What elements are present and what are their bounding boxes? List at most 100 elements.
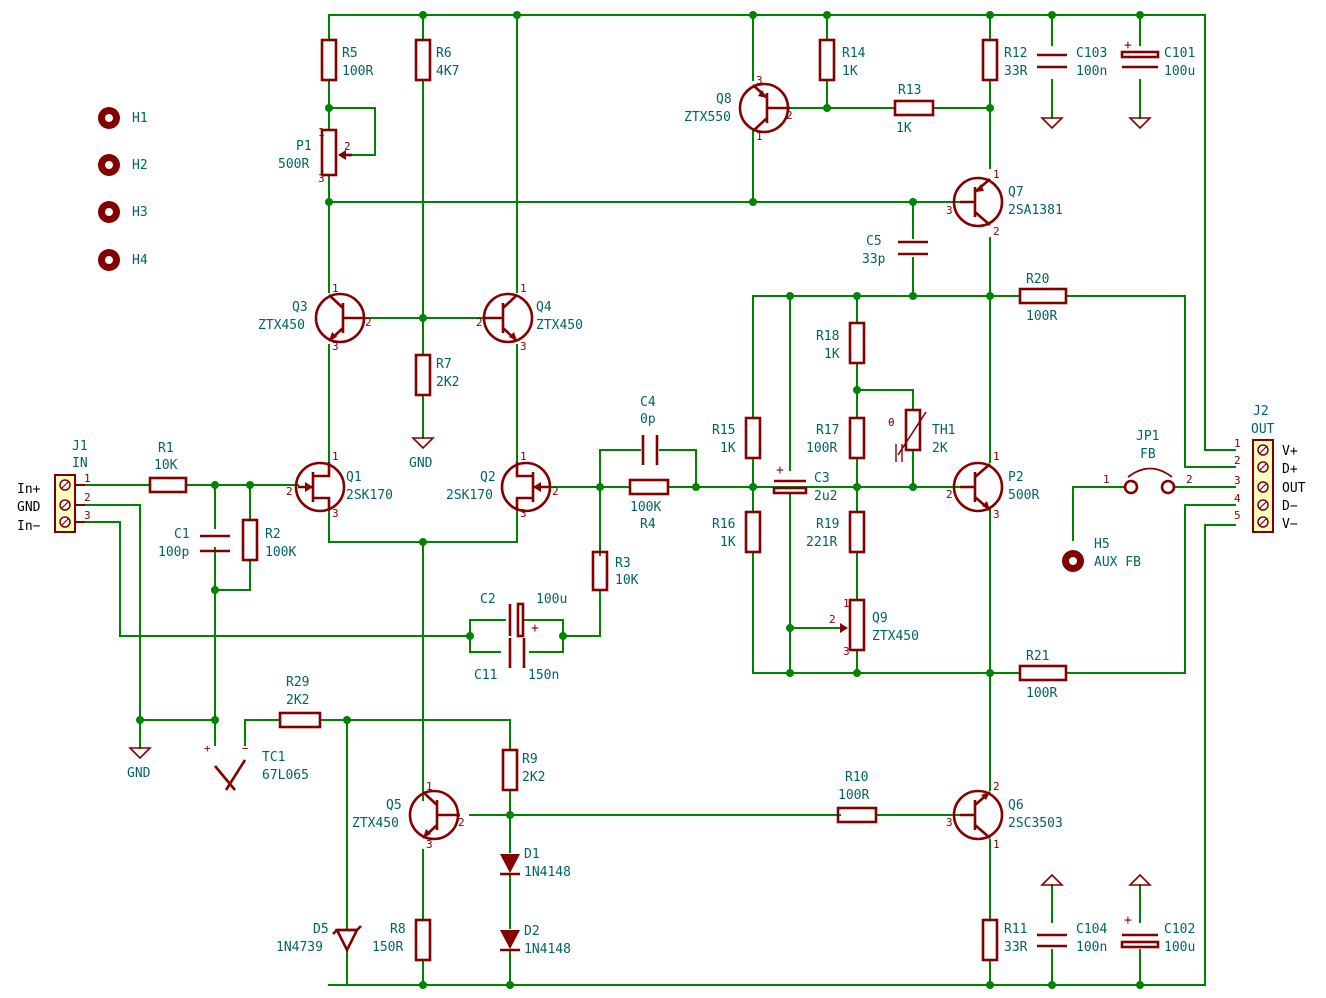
resistor-r20[interactable]: R20 100R (1018, 272, 1068, 324)
h2-ref: H2 (132, 158, 148, 173)
j1-pin1: 1 (84, 472, 91, 485)
transistor-q4[interactable]: 1 2 3 Q4 ZTX450 (476, 282, 583, 353)
resistor-r6[interactable]: R6 4K7 (414, 38, 459, 82)
j1-label-3: In− (17, 519, 41, 534)
junctions (136, 11, 1144, 989)
resistor-r2[interactable]: R2 100K (241, 518, 296, 562)
q6-pin3: 3 (946, 816, 953, 829)
r13-ref: R13 (898, 83, 921, 98)
r10-ref: R10 (845, 770, 868, 785)
j2-pin5: 5 (1234, 509, 1241, 522)
resistor-r13[interactable]: R13 1K (893, 83, 935, 136)
resistor-r21[interactable]: R21 100R (1018, 649, 1068, 701)
q9-pin3: 3 (993, 508, 1000, 521)
connector-j1[interactable]: J1 IN In+ GND In− 1 2 3 (17, 439, 91, 534)
j2-label-5: V− (1282, 517, 1298, 532)
resistor-r1[interactable]: R1 10K (148, 441, 188, 494)
r18-ref: R18 (816, 329, 839, 344)
r14-value: 1K (842, 64, 858, 79)
resistor-r29[interactable]: R29 2K2 (278, 675, 322, 729)
transistor-q1[interactable]: 1 2 3 Q1 2SK170 (286, 450, 393, 520)
transistor-q2[interactable]: 1 2 3 Q2 2SK170 (446, 450, 559, 520)
j1-label-1: In+ (17, 482, 41, 497)
capacitor-c11[interactable]: C11 150n (474, 638, 559, 683)
potentiometer-p2[interactable]: 1 3 2 Q9 ZTX450 (829, 597, 919, 658)
resistor-r19[interactable]: R19 221R (806, 510, 866, 554)
resistor-r10[interactable]: R10 100R (836, 770, 878, 824)
connector-j2[interactable]: J2 OUT 1 2 3 4 5 V+ D+ OUT D− V− (1234, 404, 1306, 533)
jp1-pin1: 1 (1103, 473, 1110, 486)
r19-ref: R19 (816, 517, 839, 532)
diode-d2[interactable]: D2 1N4148 (500, 924, 571, 957)
r12-ref: R12 (1004, 46, 1027, 61)
capacitor-c1[interactable]: C1 100p (158, 527, 230, 560)
c3-plus: + (776, 463, 784, 478)
ground-symbol-c104 (1040, 873, 1064, 886)
j2-label-4: D− (1282, 499, 1298, 514)
diode-d1[interactable]: D1 1N4148 (500, 847, 571, 880)
capacitor-c5[interactable]: C5 33p (862, 234, 928, 267)
resistor-r17[interactable]: R17 100R (806, 416, 866, 460)
resistor-r16[interactable]: R16 1K (712, 510, 762, 554)
resistor-r18[interactable]: R18 1K (816, 321, 866, 365)
j1-pin3: 3 (84, 509, 91, 522)
transistor-q8[interactable]: 3 2 1 Q8 ZTX550 (684, 74, 793, 143)
capacitor-c3[interactable]: + C3 2u2 (772, 463, 837, 504)
j2-label-3: OUT (1282, 481, 1306, 496)
q4-value: ZTX450 (536, 318, 583, 333)
q9-pin1: 1 (993, 450, 1000, 463)
th1-ref: TH1 (932, 423, 955, 438)
resistor-r8[interactable]: R8 150R (372, 918, 432, 962)
transistor-q5[interactable]: 1 2 3 Q5 ZTX450 (352, 780, 465, 851)
r11-value: 33R (1004, 940, 1028, 955)
r11-ref: R11 (1004, 922, 1027, 937)
resistor-r5[interactable]: R5 100R (320, 38, 373, 82)
capacitor-c2[interactable]: + C2 100u (480, 592, 567, 638)
jumper-jp1[interactable]: 1 2 JP1 FB (1103, 429, 1193, 495)
capacitor-c4[interactable]: C4 0p (640, 395, 659, 465)
diode-d5[interactable]: D5 1N4739 (276, 922, 362, 955)
r1-ref: R1 (158, 441, 174, 456)
transistor-q6[interactable]: 2 3 1 Q6 2SC3503 (946, 780, 1063, 851)
potentiometer-p1[interactable]: 1 3 2 P1 500R (278, 126, 352, 185)
r3-value: 10K (615, 573, 639, 588)
jp1-ref: JP1 (1136, 429, 1159, 444)
resistor-r15[interactable]: R15 1K (712, 416, 762, 460)
c2-plus: + (531, 621, 539, 636)
q8-pin1: 1 (756, 130, 763, 143)
capacitor-c104[interactable]: C104 100n (1037, 922, 1107, 955)
transistor-q7[interactable]: 1 3 2 Q7 2SA1381 (946, 168, 1063, 238)
transistor-q3[interactable]: 1 2 3 Q3 ZTX450 (258, 282, 372, 353)
resistor-r11[interactable]: R11 33R (981, 918, 1028, 962)
c1-ref: C1 (174, 527, 190, 542)
d2-value: 1N4148 (524, 942, 571, 957)
resistor-r4[interactable]: 100K R4 (628, 478, 670, 532)
c103-ref: C103 (1076, 46, 1107, 61)
q9-value: 500R (1008, 488, 1039, 503)
ground-symbol-c102 (1128, 873, 1152, 886)
q4-ref: Q4 (536, 300, 552, 315)
resistor-r12[interactable]: R12 33R (981, 38, 1028, 82)
q1-pin2: 2 (286, 485, 293, 498)
resistor-r9[interactable]: R9 2K2 (501, 748, 545, 792)
thermostat-tc1[interactable]: + − TC1 67L065 (204, 742, 309, 791)
q3-pin2: 2 (365, 316, 372, 329)
transistor-q9[interactable]: 1 2 3 P2 500R (946, 450, 1039, 521)
j1-pin2: 2 (84, 491, 91, 504)
resistor-r3[interactable]: R3 10K (591, 550, 639, 592)
thermistor-th1[interactable]: θ TH1 2K (888, 408, 955, 462)
r18-value: 1K (824, 347, 840, 362)
q5-ref: Q5 (386, 798, 402, 813)
d5-ref: D5 (313, 922, 329, 937)
p2-value: ZTX450 (872, 629, 919, 644)
r8-ref: R8 (390, 922, 406, 937)
resistor-r7[interactable]: R7 2K2 (414, 353, 459, 397)
capacitor-c101[interactable]: + C101 100u (1120, 38, 1195, 79)
j2-value: OUT (1251, 422, 1275, 437)
r6-ref: R6 (436, 46, 452, 61)
capacitor-c103[interactable]: C103 100n (1037, 46, 1107, 79)
capacitor-c102[interactable]: + C102 100u (1120, 913, 1195, 955)
mounting-hole-h4: H4 (98, 249, 148, 271)
q6-pin1: 1 (993, 838, 1000, 851)
resistor-r14[interactable]: R14 1K (818, 38, 866, 82)
